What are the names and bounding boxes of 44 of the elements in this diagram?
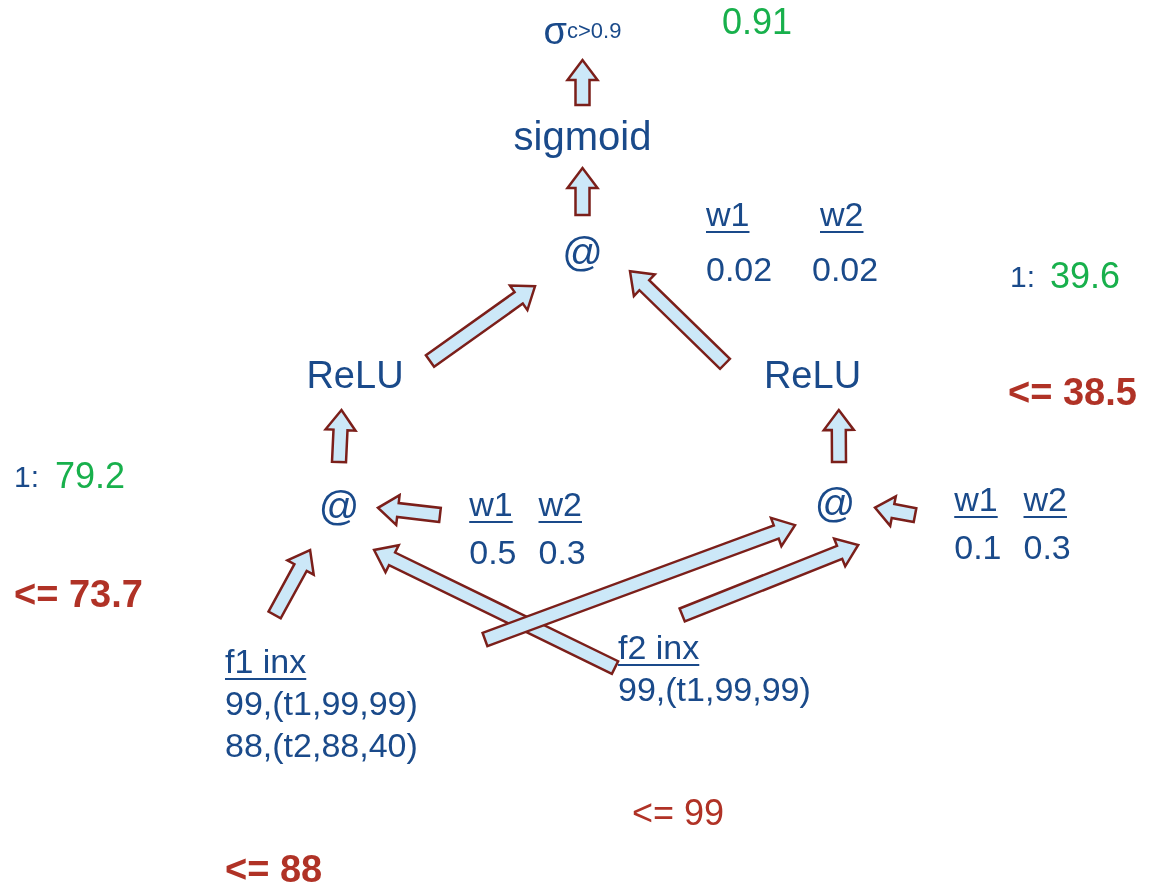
node-label: sigmoid (515, 105, 650, 168)
weight-value: 0.5 (469, 531, 517, 572)
block-arrow (873, 493, 918, 529)
weight-value: 0.02 (706, 252, 773, 286)
threshold-note: <= 38.5 (1008, 373, 1137, 411)
block-arrow (481, 515, 797, 648)
output-value: 0.91 (722, 4, 793, 40)
weight-name: w2 (1023, 478, 1068, 519)
node-label: @ (795, 462, 875, 545)
class-label: 1: (14, 462, 40, 492)
node-label: @ (300, 462, 378, 550)
block-arrow (565, 57, 600, 107)
input-heading: f1 inx (225, 640, 307, 682)
weight-name: w1 (954, 478, 999, 519)
input-row-text: 99,(t1,99,99) (618, 668, 811, 710)
weight-value: 0.3 (538, 531, 586, 572)
block-arrow (372, 543, 620, 676)
node-label: ReLU (280, 340, 430, 410)
input-heading: f2 inx (618, 626, 700, 668)
weight-value: 0.1 (954, 526, 1002, 567)
score-value: 39.6 (1050, 258, 1121, 294)
threshold-note: <= 73.7 (14, 575, 143, 613)
weight-name: w2 (538, 483, 583, 524)
class-label: 1: (1010, 262, 1036, 292)
block-arrow (677, 536, 861, 624)
score-value: 79.2 (55, 458, 126, 494)
block-arrow (821, 407, 857, 464)
node-label: ReLU (725, 340, 900, 410)
threshold-note: <= 99 (632, 795, 725, 831)
block-arrow (375, 492, 443, 528)
input-row-text: 88,(t2,88,40) (225, 724, 418, 766)
input-row-text: 99,(t1,99,99) (225, 682, 418, 724)
weight-name: w1 (706, 197, 750, 231)
block-arrow (266, 548, 316, 621)
node-label: @ (535, 215, 630, 290)
threshold-note: <= 88 (225, 850, 323, 888)
weight-name: w1 (469, 483, 514, 524)
weight-name: w2 (820, 197, 864, 231)
weight-value: 0.3 (1023, 526, 1071, 567)
block-arrow (628, 269, 732, 371)
block-arrow (424, 284, 537, 369)
block-arrow (565, 165, 600, 217)
weight-value: 0.02 (812, 252, 879, 286)
block-arrow (323, 407, 358, 464)
